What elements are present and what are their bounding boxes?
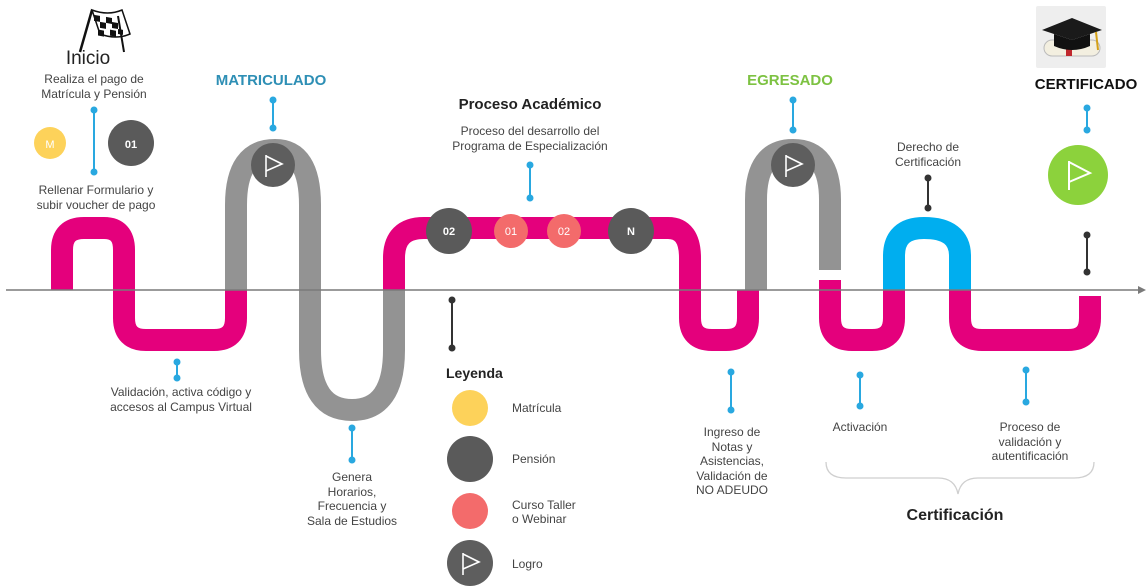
badge-academic-label: 02 bbox=[558, 226, 570, 238]
flag-circle-icon bbox=[447, 540, 493, 586]
milestone-certificado: CERTIFICADO bbox=[1034, 76, 1138, 93]
step-derecho-line: Certificación bbox=[894, 154, 962, 169]
step-proceso-line: Proceso de bbox=[999, 420, 1061, 434]
step-genera-line: Frecuencia y bbox=[317, 499, 387, 513]
step-proceso-line: validación y bbox=[998, 434, 1062, 449]
road-matriculado bbox=[225, 139, 405, 421]
step-genera: Genera Horarios, Frecuencia y Sala de Es… bbox=[290, 470, 414, 528]
logro-egresado-icon bbox=[771, 143, 815, 187]
road-final bbox=[949, 290, 1101, 351]
road-academic bbox=[383, 217, 759, 351]
academic-description: Proceso del desarrollo del Programa de E… bbox=[430, 124, 630, 153]
academic-description-line: Proceso del desarrollo del bbox=[460, 124, 600, 138]
badge-pension-label: 01 bbox=[125, 139, 137, 151]
road-start bbox=[51, 217, 247, 351]
step-validacion-line: accesos al Campus Virtual bbox=[110, 399, 252, 414]
connector-pin bbox=[789, 96, 797, 134]
start-form-line: subir voucher de pago bbox=[36, 197, 156, 212]
step-ingreso-line: Asistencias, bbox=[699, 454, 765, 468]
start-payment-text: Realiza el pago de Matrícula y Pensión bbox=[24, 72, 164, 101]
connector-pin bbox=[173, 358, 181, 382]
checkered-flag-icon bbox=[78, 8, 131, 53]
step-genera-line: Sala de Estudios bbox=[306, 513, 398, 528]
connector-pin bbox=[924, 174, 932, 212]
legend-label-logro: Logro bbox=[512, 557, 543, 571]
step-ingreso-line: Ingreso de bbox=[703, 425, 761, 439]
step-derecho: Derecho de Certificación bbox=[880, 140, 976, 169]
logro-certificado-icon bbox=[1048, 145, 1108, 205]
connector-pin bbox=[448, 296, 456, 352]
legend-label-pension: Pensión bbox=[512, 452, 556, 466]
yellow-circle-icon bbox=[452, 390, 488, 426]
step-ingreso: Ingreso de Notas y Asistencias, Validaci… bbox=[684, 425, 780, 498]
badge-academic-course-2 bbox=[547, 214, 581, 248]
step-genera-line: Horarios, bbox=[327, 484, 377, 499]
connector-pin bbox=[1083, 104, 1091, 134]
certification-brace bbox=[825, 461, 1095, 495]
start-form-text: Rellenar Formulario y subir voucher de p… bbox=[16, 183, 176, 212]
badge-academic-pension-1 bbox=[426, 208, 472, 254]
step-ingreso-line: NO ADEUDO bbox=[695, 483, 768, 497]
step-ingreso-line: Validación de bbox=[696, 468, 768, 483]
logro-matriculado-icon bbox=[251, 143, 295, 187]
legend-label-curso-line: Curso Taller bbox=[512, 498, 576, 512]
connector-pin bbox=[269, 96, 277, 132]
coral-circle-icon bbox=[452, 493, 488, 529]
badge-matricula-label: M bbox=[45, 139, 54, 151]
certification-label: Certificación bbox=[906, 507, 1004, 524]
legend-label-matricula: Matrícula bbox=[512, 401, 562, 415]
badge-pension bbox=[108, 120, 154, 166]
milestone-egresado: EGRESADO bbox=[747, 72, 833, 89]
academic-description-line: Programa de Especialización bbox=[452, 138, 608, 153]
start-form-line: Rellenar Formulario y bbox=[38, 183, 154, 197]
step-validacion-line: Validación, activa código y bbox=[110, 385, 252, 399]
step-ingreso-line: Notas y bbox=[711, 439, 753, 454]
step-derecho-line: Derecho de bbox=[896, 140, 960, 154]
step-genera-line: Genera bbox=[331, 470, 373, 484]
connector-pin bbox=[727, 368, 735, 414]
start-payment-line: Matrícula y Pensión bbox=[41, 86, 147, 101]
step-activacion: Activación bbox=[832, 420, 888, 434]
graduation-cap-diploma-icon bbox=[1036, 6, 1106, 68]
legend-title: Leyenda bbox=[446, 365, 503, 381]
connector-pin bbox=[856, 371, 864, 410]
start-payment-line: Realiza el pago de bbox=[44, 72, 144, 86]
connector-pin bbox=[348, 424, 356, 464]
academic-title: Proceso Académico bbox=[458, 96, 602, 113]
step-validacion: Validación, activa código y accesos al C… bbox=[86, 385, 276, 414]
badge-academic-label: 01 bbox=[505, 226, 517, 238]
legend-label-curso-line: o Webinar bbox=[512, 512, 567, 526]
connector-pin bbox=[90, 106, 98, 176]
connector-pin bbox=[526, 161, 534, 202]
milestone-matriculado: MATRICULADO bbox=[215, 72, 327, 89]
badge-academic-course-1 bbox=[494, 214, 528, 248]
connector-pin bbox=[1083, 231, 1091, 276]
legend-label-curso: Curso Taller o Webinar bbox=[512, 498, 576, 526]
dark-circle-icon bbox=[447, 436, 493, 482]
axis-arrow-icon bbox=[1138, 286, 1146, 294]
badge-academic-pension-n bbox=[608, 208, 654, 254]
start-title: Inicio bbox=[65, 48, 111, 69]
connector-pin bbox=[1022, 366, 1030, 406]
step-proceso-validacion: Proceso de validación y autentificación bbox=[970, 420, 1090, 464]
road-certification-right bbox=[883, 217, 971, 290]
road-activation bbox=[819, 280, 905, 351]
step-proceso-line: autentificación bbox=[991, 449, 1069, 463]
badge-academic-label: 02 bbox=[443, 226, 455, 238]
badge-academic-label: N bbox=[627, 226, 635, 238]
badge-matricula bbox=[34, 127, 66, 159]
